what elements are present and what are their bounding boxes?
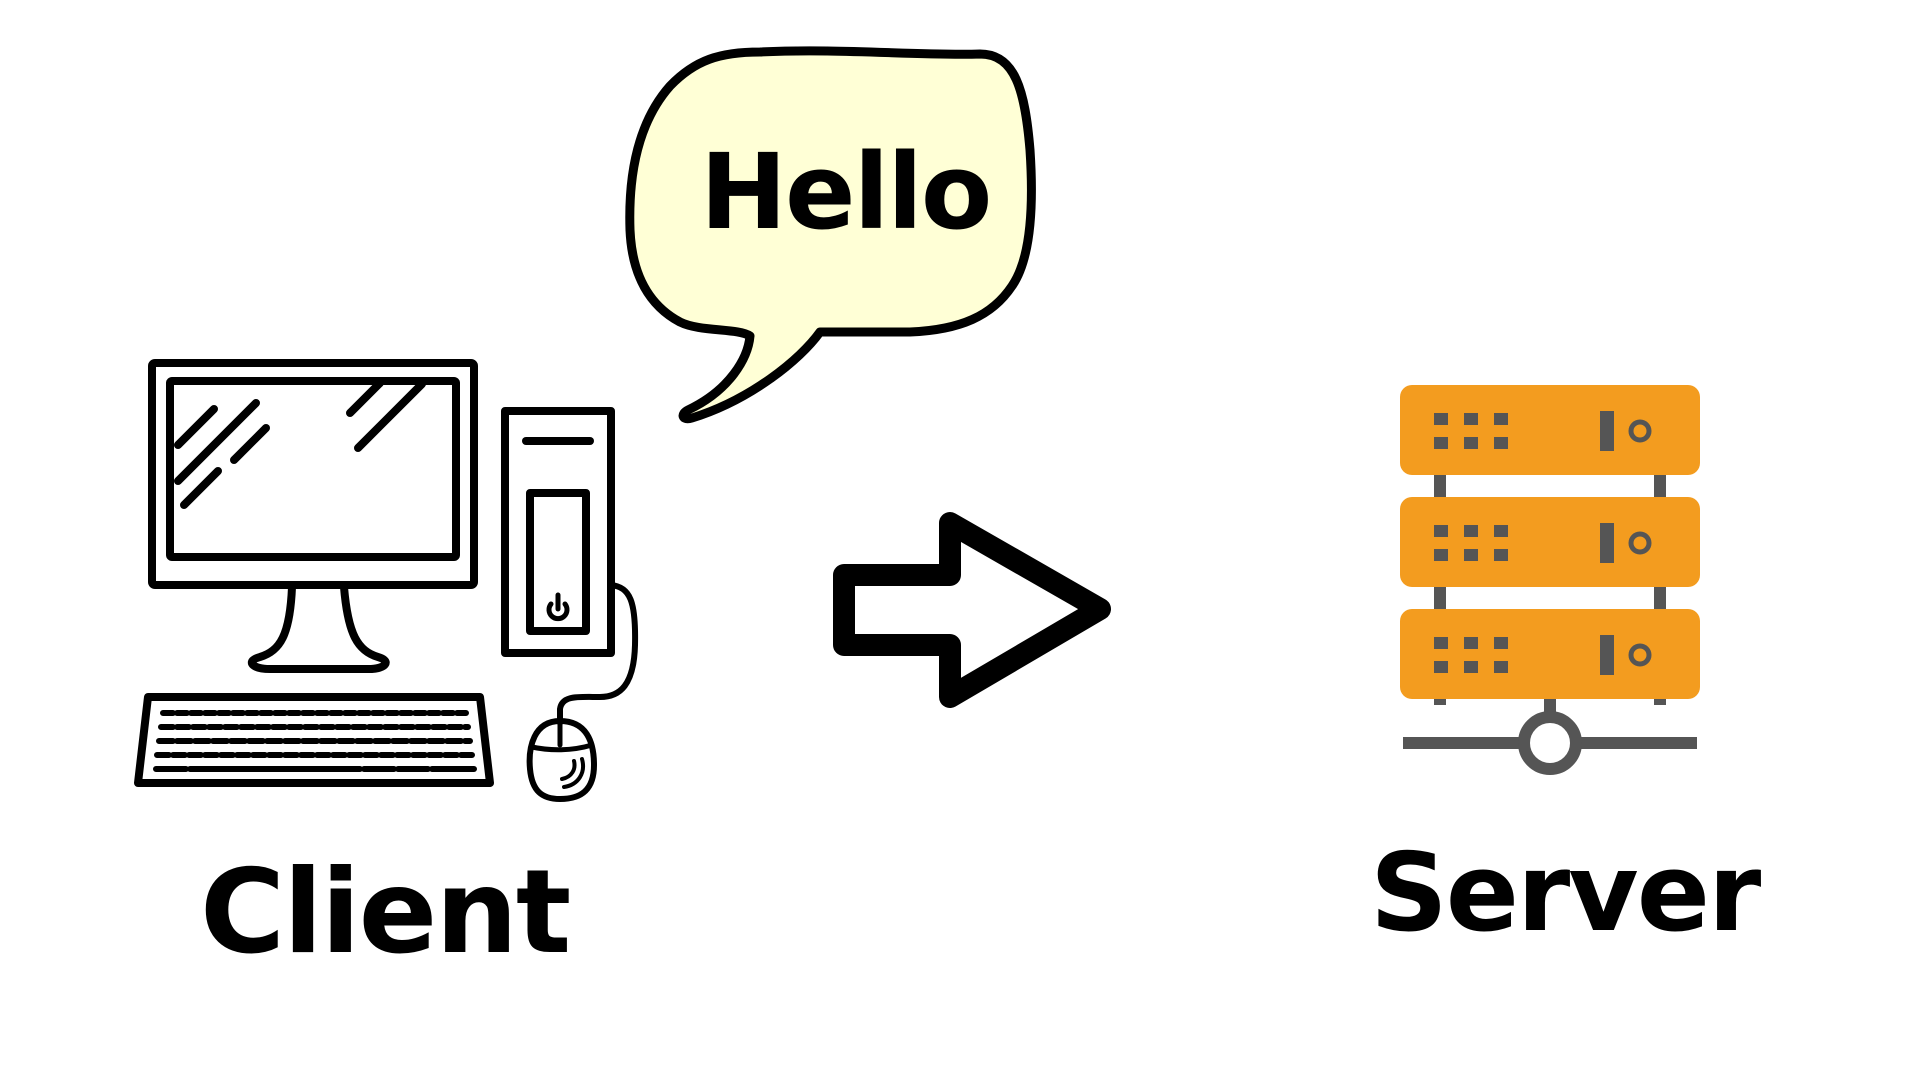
keyboard-icon bbox=[134, 693, 494, 787]
server-unit-2 bbox=[1400, 497, 1700, 587]
mouse-icon bbox=[526, 718, 597, 802]
client-label: Client bbox=[200, 845, 571, 980]
arrow-right-icon bbox=[833, 512, 1111, 708]
speech-bubble-icon bbox=[625, 46, 1036, 424]
server-rack-icon bbox=[1400, 385, 1700, 775]
server-unit-3 bbox=[1400, 609, 1700, 699]
arrow-right bbox=[820, 505, 1120, 715]
monitor-icon bbox=[148, 359, 478, 673]
speech-bubble bbox=[620, 40, 1040, 430]
computer-tower-icon bbox=[501, 407, 615, 657]
server bbox=[1400, 385, 1700, 785]
server-unit-1 bbox=[1400, 385, 1700, 475]
server-label: Server bbox=[1370, 831, 1761, 956]
speech-bubble-text: Hello bbox=[700, 131, 992, 253]
client-computer bbox=[130, 355, 650, 805]
desktop-computer-icon bbox=[134, 359, 639, 802]
